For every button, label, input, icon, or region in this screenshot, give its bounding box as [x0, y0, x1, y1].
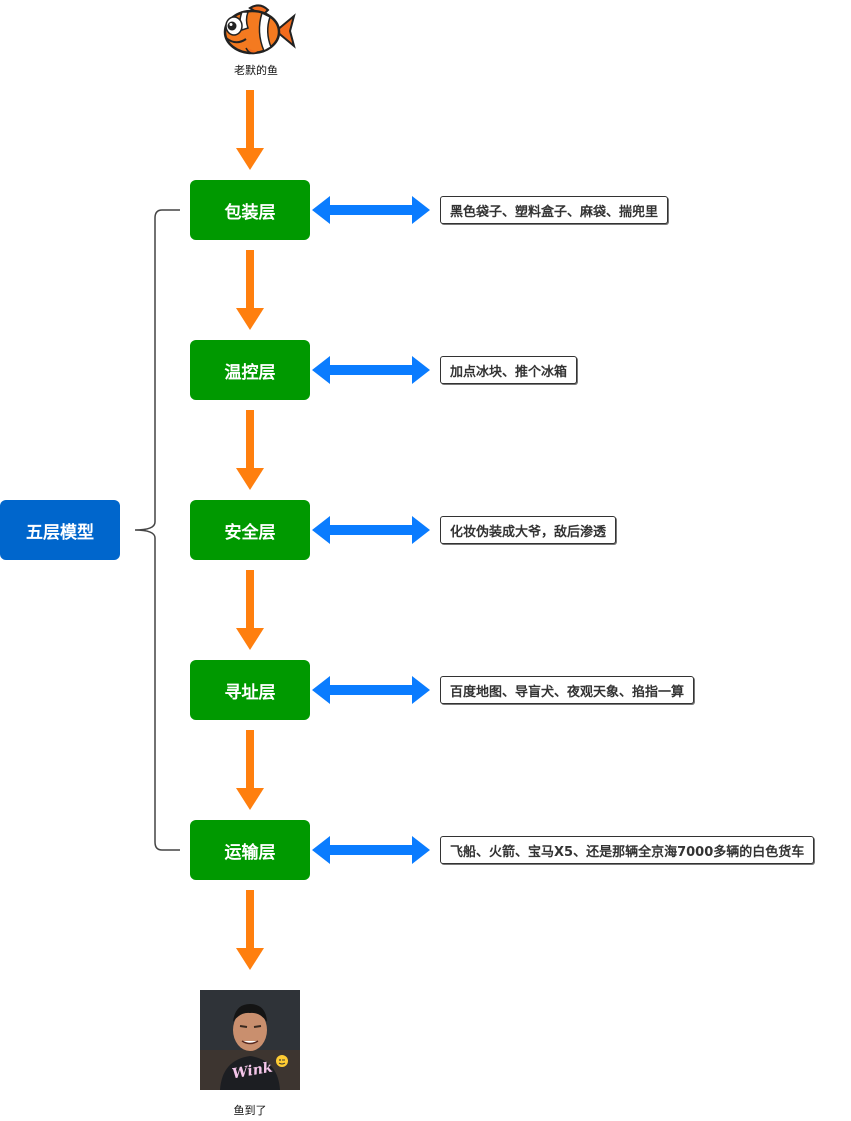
- bidirectional-arrow-3: [312, 516, 430, 544]
- layer-node-addressing[interactable]: 寻址层: [190, 660, 310, 720]
- flow-arrow-layer1-to-layer2: [236, 250, 264, 330]
- layer-note-temperature[interactable]: 加点冰块、推个冰箱: [440, 356, 578, 384]
- bidirectional-arrow-5: [312, 836, 430, 864]
- layer-note-addressing[interactable]: 百度地图、导盲犬、夜观天象、掐指一算: [440, 676, 695, 704]
- hierarchy-brace: [134, 209, 180, 851]
- layer-node-packaging[interactable]: 包装层: [190, 180, 310, 240]
- person-silhouette-icon: [200, 990, 300, 1090]
- bidirectional-arrow-4: [312, 676, 430, 704]
- bidirectional-arrow-1: [312, 196, 430, 224]
- bidirectional-arrow-2: [312, 356, 430, 384]
- flow-arrow-layer2-to-layer3: [236, 410, 264, 490]
- person-photo: Wink: [200, 990, 300, 1090]
- bottom-caption: 鱼到了: [233, 1104, 267, 1117]
- layer-node-temperature[interactable]: 温控层: [190, 340, 310, 400]
- flow-arrow-layer5-to-photo: [236, 890, 264, 970]
- flow-arrows: [236, 90, 264, 970]
- flow-arrow-layer4-to-layer5: [236, 730, 264, 810]
- layer-note-transport[interactable]: 飞船、火箭、宝马X5、还是那辆全京海7000多辆的白色货车: [440, 836, 815, 864]
- layer-note-security[interactable]: 化妆伪装成大爷，敌后渗透: [440, 516, 617, 544]
- flow-arrow-fish-to-layer1: [236, 90, 264, 170]
- layer-note-packaging[interactable]: 黑色袋子、塑料盒子、麻袋、揣兜里: [440, 196, 669, 224]
- bidirectional-arrows: [312, 196, 430, 864]
- layer-node-transport[interactable]: 运输层: [190, 820, 310, 880]
- layer-node-security[interactable]: 安全层: [190, 500, 310, 560]
- root-node[interactable]: 五层模型: [0, 500, 120, 560]
- clownfish-icon: [223, 4, 296, 55]
- top-caption: 老默的鱼: [234, 64, 278, 77]
- flow-arrow-layer3-to-layer4: [236, 570, 264, 650]
